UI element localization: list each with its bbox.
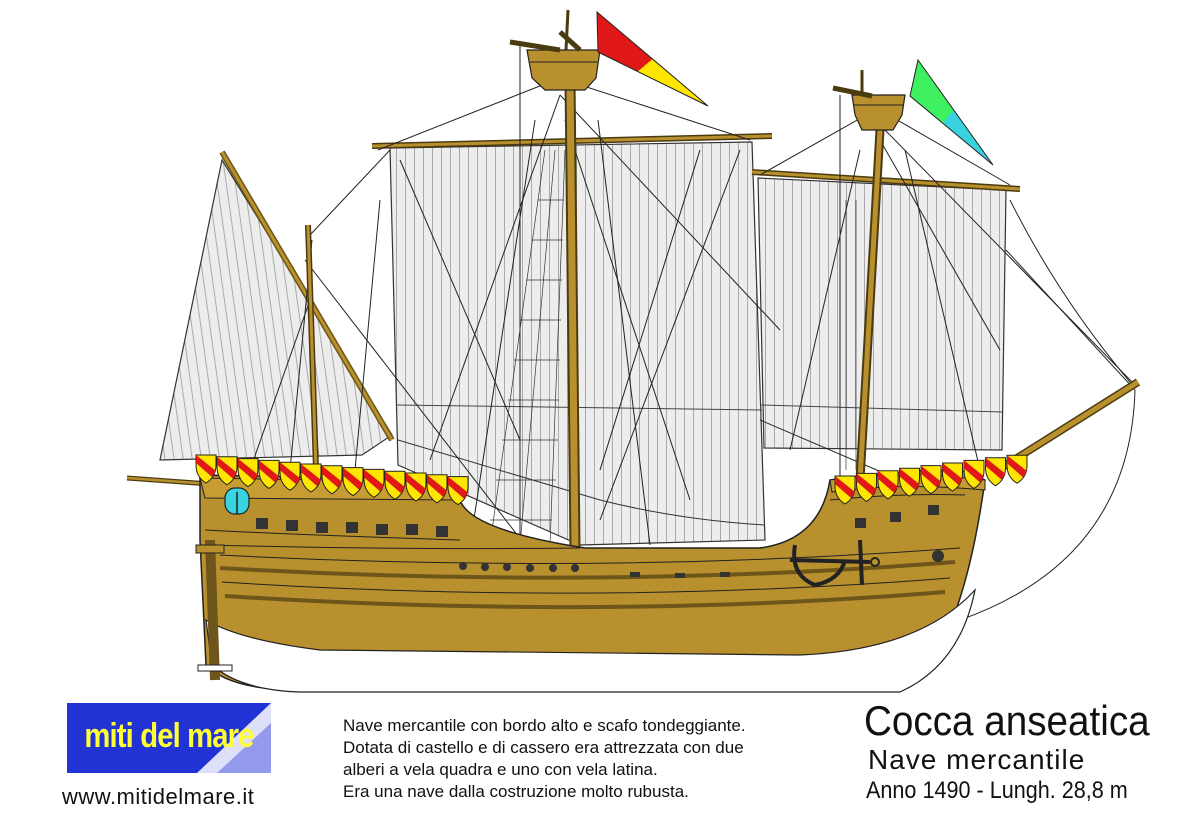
shields-stern (195, 454, 469, 506)
lateen-sail (159, 150, 395, 461)
logo: miti del mare (67, 703, 271, 773)
fore-sail (757, 177, 1007, 451)
shield-icon (447, 476, 469, 506)
shield-icon (300, 463, 322, 493)
shield-icon (258, 459, 280, 489)
anchor-icon (789, 539, 880, 588)
ratlines (489, 149, 857, 546)
shield-icon (856, 472, 877, 502)
page-subtitle: Nave mercantile (868, 744, 1086, 775)
shield-icon (877, 470, 899, 500)
shield-icon (985, 457, 1006, 487)
yards (126, 133, 1021, 487)
pennant-fore (909, 58, 994, 166)
description-line: alberi a vela quadra e uno con vela lati… (343, 760, 658, 779)
shield-icon (426, 474, 448, 504)
shield-icon (321, 465, 343, 495)
shield-icon (920, 465, 942, 495)
shield-icon (363, 468, 385, 498)
shield-icon (237, 458, 259, 488)
shield-icon (963, 459, 985, 489)
page-title: Cocca anseatica (864, 697, 1150, 744)
description-line: Era una nave dalla costruzione molto rub… (343, 782, 689, 801)
shields-bow (834, 454, 1028, 505)
shield-icon (384, 470, 406, 500)
shield-icon (942, 462, 963, 492)
shield-icon (279, 461, 301, 491)
pennant-main (596, 10, 709, 107)
shield-icon (834, 475, 856, 505)
logo-text: miti del mare (84, 717, 254, 755)
shield-icon (1006, 454, 1028, 484)
site-url[interactable]: www.mitidelmare.it (62, 784, 255, 809)
ship-specs: Anno 1490 - Lungh. 28,8 m (866, 777, 1128, 804)
description-line: Dotata di castello e di cassero era attr… (343, 738, 744, 757)
shield-icon (405, 472, 427, 502)
shield-icon (342, 467, 364, 497)
stern-window (224, 487, 250, 515)
rigging (249, 45, 1136, 621)
gunports (256, 505, 939, 578)
belaying-pins (459, 550, 944, 572)
shield-icon (899, 467, 920, 497)
logo-wave-icon (197, 703, 271, 773)
ship-drawing (126, 9, 1141, 693)
shield-icon (216, 456, 238, 486)
masts (305, 9, 885, 549)
description: Nave mercantile con bordo alto e scafo t… (343, 715, 843, 803)
shield-icon (195, 454, 217, 484)
description-line: Nave mercantile con bordo alto e scafo t… (343, 716, 746, 735)
crows-nests (509, 30, 906, 131)
